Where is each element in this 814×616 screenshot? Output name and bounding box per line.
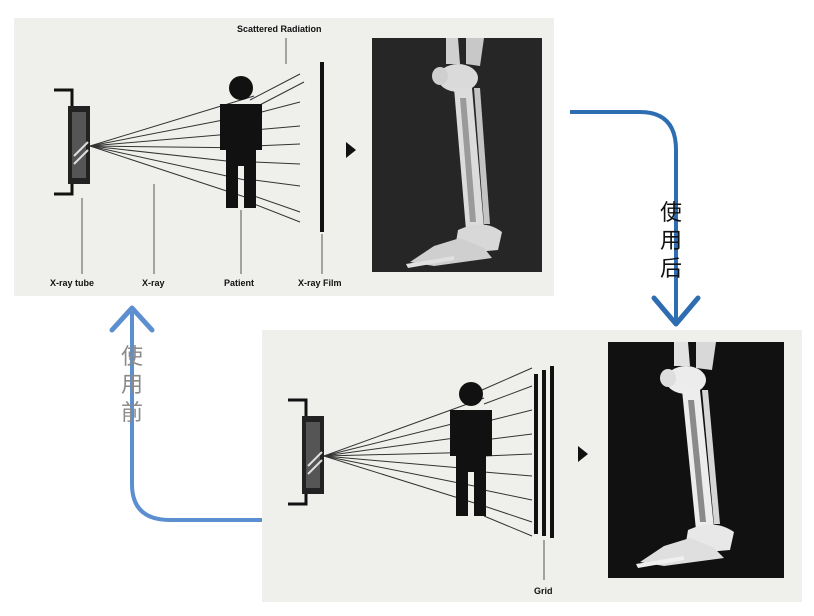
patient-icon	[450, 382, 492, 516]
xray-image-sharp	[608, 342, 784, 578]
without-grid-diagram: Scattered Radiation X-ray tube X-ray Pat…	[50, 24, 542, 288]
xray-label: X-ray	[142, 278, 165, 288]
patient-label: Patient	[224, 278, 254, 288]
without-grid-panel: Scattered Radiation X-ray tube X-ray Pat…	[14, 18, 554, 296]
after-label-char: 用	[659, 229, 682, 254]
xray-tube-label: X-ray tube	[50, 278, 94, 288]
before-label-char: 前	[120, 401, 143, 426]
xray-film-label: X-ray Film	[298, 278, 342, 288]
grid-label: Grid	[534, 586, 553, 596]
after-use-arrow-line	[570, 110, 678, 320]
xray-film	[320, 62, 324, 232]
before-use-label: 使 用 前	[117, 344, 147, 428]
before-use-arrow-head	[109, 305, 155, 333]
xray-tube-icon	[54, 88, 90, 196]
after-label-char: 使	[659, 201, 682, 226]
after-use-label: 使 用 后	[656, 200, 686, 284]
before-use-arrow-line	[130, 312, 262, 522]
before-label-char: 用	[120, 373, 143, 398]
scattered-radiation-label: Scattered Radiation	[237, 24, 322, 34]
xray-image-blurry	[372, 38, 542, 272]
result-arrow-icon	[578, 446, 588, 462]
after-label-char: 后	[659, 257, 682, 282]
xray-tube-icon	[288, 398, 324, 506]
patient-icon	[220, 76, 262, 208]
anti-scatter-grid	[534, 366, 554, 538]
after-use-arrow-head	[651, 295, 701, 327]
before-label-char: 使	[120, 345, 143, 370]
result-arrow-icon	[346, 142, 356, 158]
with-grid-diagram: Grid	[288, 342, 784, 596]
with-grid-panel: Grid	[262, 330, 802, 602]
